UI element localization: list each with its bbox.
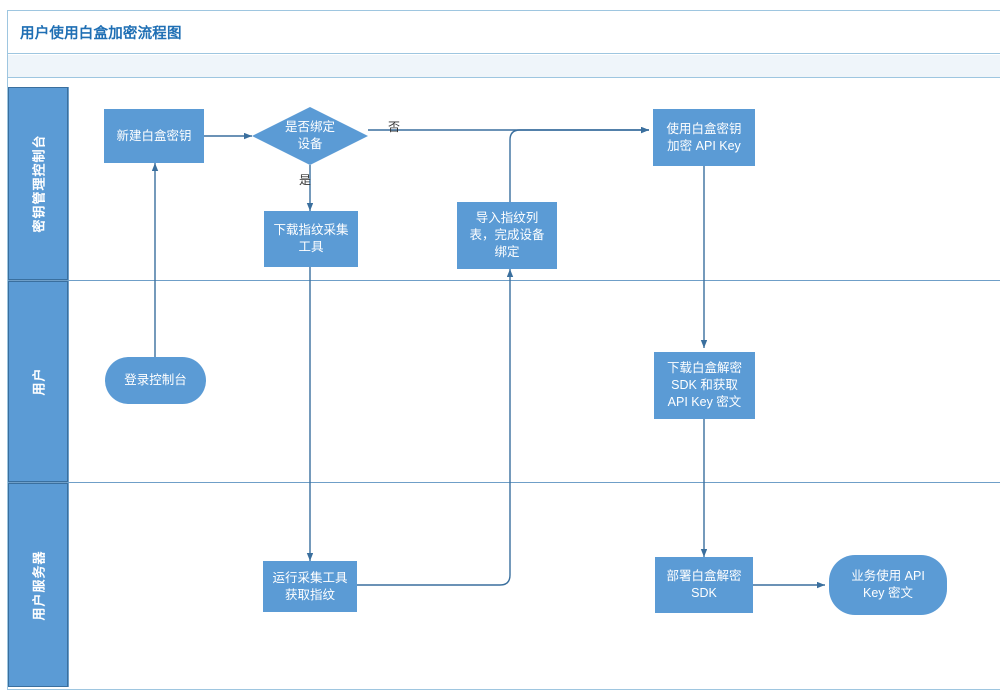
lane-user: 用户 xyxy=(8,281,1000,483)
lane-body-server xyxy=(68,483,1000,687)
node-download-fingerprint-tool[interactable]: 下载指纹采集 工具 xyxy=(264,211,358,267)
node-deploy-decrypt-sdk[interactable]: 部署白盒解密 SDK xyxy=(655,557,753,613)
node-new-whitebox-key[interactable]: 新建白盒密钥 xyxy=(104,109,204,163)
lane-body-console xyxy=(68,87,1000,280)
lane-header-console: 密钥管理控制台 xyxy=(8,87,68,280)
node-decision-label: 是否绑定 设备 xyxy=(284,120,335,151)
lane-label-server: 用户服务器 xyxy=(31,549,47,621)
node-download-sdk-get-ciphertext[interactable]: 下载白盒解密 SDK 和获取 API Key 密文 xyxy=(654,352,755,419)
title-bar: 用户使用白盒加密流程图 xyxy=(8,11,1000,54)
edge-label-no: 否 xyxy=(388,120,401,134)
node-run-collector-get-fingerprint[interactable]: 运行采集工具 获取指纹 xyxy=(263,561,357,612)
lane-header-user: 用户 xyxy=(8,281,68,482)
lane-body-user xyxy=(68,281,1000,482)
edge-label-yes: 是 xyxy=(299,173,312,187)
node-decision-bind-device[interactable]: 是否绑定 设备 xyxy=(252,107,368,165)
swimlane-pool: 密钥管理控制台 用户 用户服务器 xyxy=(8,87,1000,687)
node-encrypt-api-key[interactable]: 使用白盒密钥 加密 API Key xyxy=(653,109,755,166)
page-title: 用户使用白盒加密流程图 xyxy=(20,25,182,42)
lane-label-user: 用户 xyxy=(31,367,47,396)
lane-label-console: 密钥管理控制台 xyxy=(31,134,47,233)
toolbar-strip xyxy=(8,55,1000,78)
node-login-console[interactable]: 登录控制台 xyxy=(105,357,206,404)
lane-server: 用户服务器 xyxy=(8,483,1000,687)
diamond-shape xyxy=(252,107,368,165)
node-business-use-api-key[interactable]: 业务使用 API Key 密文 xyxy=(829,555,947,615)
node-import-fingerprint-list[interactable]: 导入指纹列 表，完成设备 绑定 xyxy=(457,202,557,269)
lane-header-server: 用户服务器 xyxy=(8,483,68,687)
